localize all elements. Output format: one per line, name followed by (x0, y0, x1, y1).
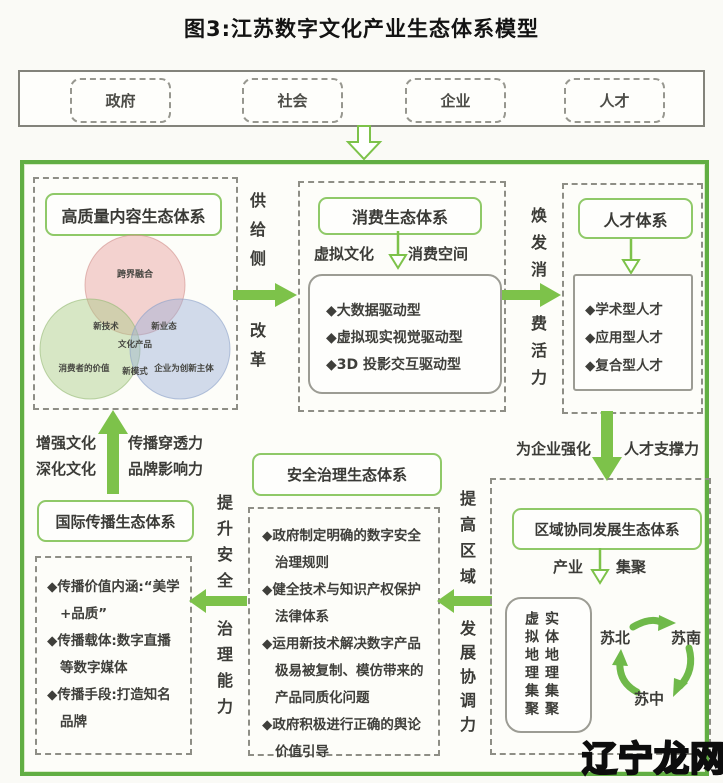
actor-box-talent: 人才 (564, 78, 665, 123)
talent-system-box (562, 183, 703, 414)
down-arrow-icon (592, 411, 622, 481)
venn-label-new-model: 新模式 (122, 366, 148, 377)
security-capability-label-top: 提升安全 (214, 494, 233, 598)
venn-label-new-business: 新业态 (151, 321, 177, 332)
talent-system-title: 人才体系 (578, 198, 693, 239)
security-item: ◆政府积极进行正确的舆论价值引导 (262, 717, 421, 760)
watermark: 辽宁龙网 (581, 731, 723, 782)
regional-dev-title: 区域协同发展生态体系 (512, 508, 702, 550)
intl-item: ◆传播手段:打造知名品牌 (47, 687, 171, 730)
vitality-label-bottom: 费活力 (528, 315, 547, 396)
venn-label-enterprise: 企业为创新主体 (153, 363, 214, 374)
agglomeration-label: 集聚 (616, 558, 647, 576)
region-label-sunan: 苏南 (671, 629, 701, 647)
talent-item: ◆复合型人才 (585, 358, 663, 374)
venn-diagram: 跨界融合 新技术 新业态 文化产品 消费者的价值 新模式 企业为创新主体 (39, 234, 231, 400)
region-cycle-diagram: 苏北 苏南 苏中 (600, 615, 701, 708)
regional-coord-label-bottom: 发展协调力 (457, 620, 476, 740)
actor-box-society: 社会 (242, 78, 343, 123)
virtual-culture-label: 虚拟文化 (314, 245, 375, 263)
consumption-item: ◆大数据驱动型 (326, 303, 421, 319)
supply-side-label-top: 供给侧 (247, 192, 266, 279)
geo-agglomeration-box: 实体地理集聚 虚拟地理集聚 (505, 597, 592, 733)
consumption-space-label: 消费空间 (408, 245, 469, 263)
content-ecosystem-title: 高质量内容生态体系 (45, 193, 222, 236)
right-arrow-icon (502, 283, 561, 307)
region-label-suzhong: 苏中 (634, 690, 664, 708)
security-gov-title: 安全治理生态体系 (252, 453, 442, 496)
venn-label-top: 跨界融合 (117, 268, 154, 280)
intl-comm-items-box: ◆传播价值内涵:“美学+品质” ◆传播载体:数字直播等数字媒体 ◆传播手段:打造… (35, 556, 192, 755)
security-capability-label-bottom: 治理能力 (214, 620, 233, 724)
talent-item: ◆学术型人才 (585, 302, 663, 318)
culture-label-right: 传播穿透力 品牌影响力 (128, 434, 204, 478)
consumption-item: ◆虚拟现实视觉驱动型 (326, 330, 463, 346)
geo-agglom-physical: 实体地理集聚 (543, 611, 559, 719)
talent-items-box: ◆学术型人才 ◆应用型人才 ◆复合型人才 (573, 274, 693, 391)
regional-coord-label-top: 提高区域 (457, 490, 476, 594)
up-arrow-icon (98, 410, 128, 494)
consumption-item: ◆3D 投影交互驱动型 (326, 357, 462, 373)
strengthen-enterprise-label: 为企业强化 (516, 440, 592, 458)
venn-label-new-tech: 新技术 (93, 321, 119, 332)
security-item: ◆政府制定明确的数字安全治理规则 (262, 528, 421, 571)
talent-item: ◆应用型人才 (585, 330, 663, 346)
region-label-subei: 苏北 (600, 629, 630, 647)
venn-label-consumer-value: 消费者的价值 (58, 363, 110, 374)
actor-box-enterprise: 企业 (405, 78, 506, 123)
connector-down-arrow-icon (590, 548, 610, 585)
culture-label-left: 增强文化 深化文化 (36, 434, 97, 478)
talent-support-label: 人才支撑力 (624, 440, 700, 458)
security-item: ◆运用新技术解决数字产品极易被复制、模仿带来的产品同质化问题 (262, 636, 424, 706)
consumption-items-box: ◆大数据驱动型 ◆虚拟现实视觉驱动型 ◆3D 投影交互驱动型 (308, 274, 502, 394)
intl-comm-title: 国际传播生态体系 (37, 500, 194, 542)
intl-item: ◆传播价值内涵:“美学+品质” (47, 579, 180, 622)
hollow-down-arrow-icon (345, 125, 383, 161)
right-arrow-icon (233, 283, 297, 307)
consumption-ecosystem-title: 消费生态体系 (318, 197, 482, 235)
security-gov-items-box: ◆政府制定明确的数字安全治理规则 ◆健全技术与知识产权保护法律体系 ◆运用新技术… (248, 507, 440, 760)
geo-agglom-virtual: 虚拟地理集聚 (523, 611, 539, 719)
regional-dev-box (490, 478, 711, 755)
connector-down-arrow-icon (621, 239, 641, 275)
industry-label: 产业 (553, 558, 584, 576)
actors-bar: 政府 社会 企业 人才 (18, 70, 705, 127)
actor-box-government: 政府 (70, 78, 171, 123)
figure-title: 图3:江苏数字文化产业生态体系模型 (183, 17, 539, 41)
watermark-part1: 辽宁 (581, 739, 655, 781)
venn-label-center: 文化产品 (118, 339, 153, 350)
intl-item: ◆传播载体:数字直播等数字媒体 (47, 633, 171, 676)
left-arrow-icon (437, 589, 492, 613)
security-item: ◆健全技术与知识产权保护法律体系 (262, 582, 421, 625)
connector-down-arrow-icon (388, 231, 408, 270)
vitality-label-top: 焕发消 (528, 207, 547, 288)
supply-side-label-bottom: 改革 (247, 322, 266, 380)
watermark-part2: 龙网 (653, 739, 723, 781)
left-arrow-icon (189, 589, 247, 613)
